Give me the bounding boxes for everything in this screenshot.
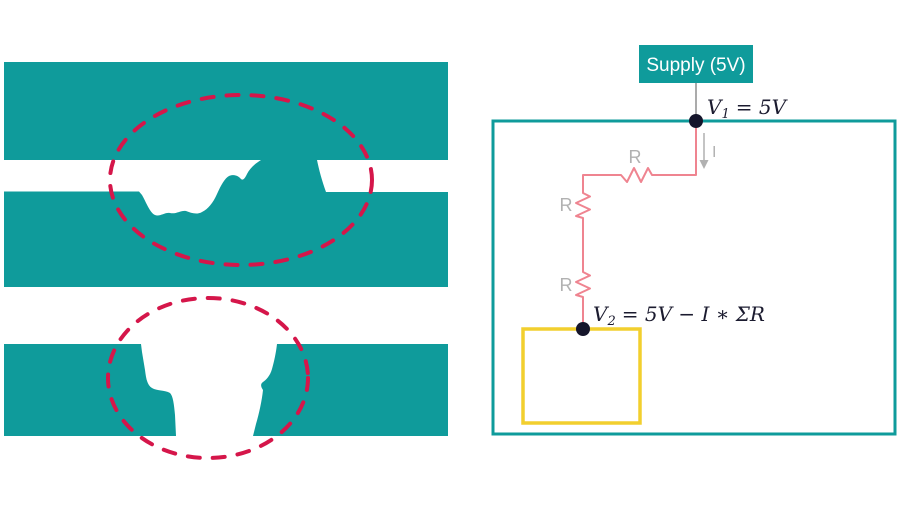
v1-var: V — [707, 95, 724, 119]
component-pad-box — [521, 327, 642, 425]
resistor-label-2: R — [560, 195, 573, 215]
v2-var: V — [593, 302, 610, 326]
current-arrowhead-icon — [699, 160, 709, 169]
resistor-label-3: R — [560, 275, 573, 295]
v1-rest: = 5V — [736, 95, 789, 119]
v2-sub: 2 — [606, 314, 615, 329]
node-v2-junction-icon — [576, 322, 590, 336]
current-label: I — [712, 144, 716, 161]
supply-box — [639, 45, 753, 83]
open-circuit-highlight-circle — [106, 296, 310, 460]
v1-label: V1 = 5V — [707, 95, 789, 122]
v2-rest: = 5V − I ∗ ΣR — [622, 302, 765, 326]
short-circuit-highlight-ellipse — [108, 93, 374, 267]
node-v1-junction-icon — [689, 114, 703, 128]
copper-trace-bottom — [4, 344, 448, 436]
copper-plane-top — [4, 62, 448, 287]
v2-label: V2 = 5V − I ∗ ΣR — [593, 302, 765, 329]
resistor-chain-wire — [575, 120, 697, 330]
v1-sub: 1 — [721, 107, 729, 122]
supply-label: Supply (5V) — [646, 55, 745, 76]
resistor-label-1: R — [629, 147, 642, 167]
